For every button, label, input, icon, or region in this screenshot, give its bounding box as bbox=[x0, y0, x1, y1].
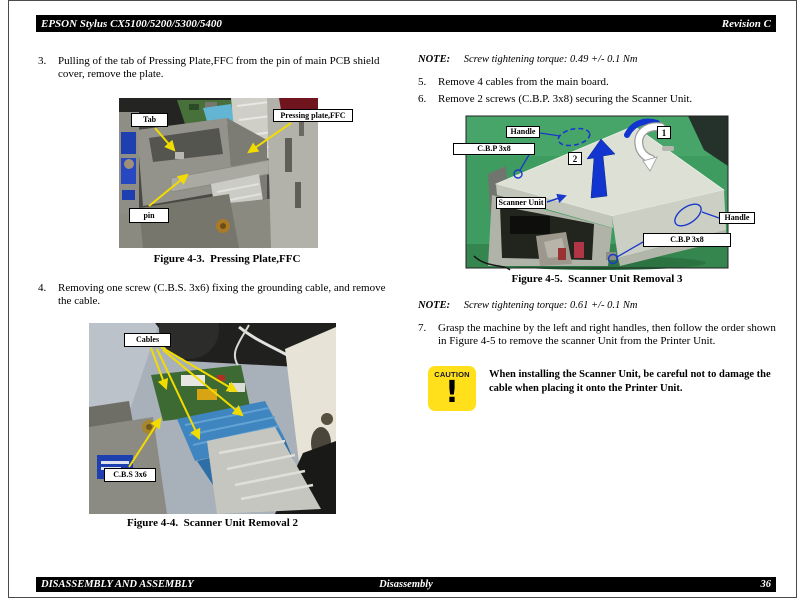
footer-bar: DISASSEMBLY AND ASSEMBLY Disassembly 36 bbox=[36, 577, 776, 592]
fig45-label-handle-right: Handle bbox=[719, 212, 755, 224]
step-5-number: 5. bbox=[418, 76, 427, 88]
step-5-text: Remove 4 cables from the main board. bbox=[438, 76, 609, 88]
fig43-label-pressing-plate: Pressing plate,FFC bbox=[273, 109, 353, 122]
caution-text: When installing the Scanner Unit, be car… bbox=[489, 369, 771, 394]
fig43-label-tab-text: Tab bbox=[142, 115, 157, 124]
caution-icon: CAUTION ! bbox=[428, 366, 476, 411]
fig45-label-cbp-left: C.B.P 3x8 bbox=[453, 143, 535, 155]
fig43-label-pin-text: pin bbox=[143, 210, 155, 220]
step-7-text: Grasp the machine by the left and right … bbox=[438, 322, 776, 347]
figure-4-3-caption: Figure 4-3. Pressing Plate,FFC bbox=[153, 253, 301, 265]
step-7-number: 7. bbox=[418, 322, 427, 334]
step-3-number: 3. bbox=[38, 55, 47, 67]
note-1: NOTE: Screw tightening torque: 0.49 +/- … bbox=[418, 54, 637, 65]
fig45-label-cbp-bottom: C.B.P 3x8 bbox=[643, 233, 731, 247]
figure-4-3: Tab Pressing plate,FFC pin bbox=[119, 98, 359, 250]
manual-page: EPSON Stylus CX5100/5200/5300/5400 Revis… bbox=[8, 0, 797, 598]
note-1-label: NOTE: bbox=[418, 54, 451, 65]
fig45-order-1: 1 bbox=[657, 126, 671, 139]
fig45-order-1-text: 1 bbox=[661, 127, 667, 138]
fig44-label-cbs-3x6-text: C.B.S 3x6 bbox=[113, 470, 147, 479]
caution-badge-label: CAUTION bbox=[434, 370, 470, 379]
fig45-order-2: 2 bbox=[568, 152, 582, 165]
fig45-label-handle-top-text: Handle bbox=[510, 127, 536, 136]
step-3: 3. Pulling of the tab of Pressing Plate,… bbox=[38, 55, 396, 81]
step-4-number: 4. bbox=[38, 282, 47, 294]
fig43-label-pin: pin bbox=[129, 208, 169, 223]
step-6-number: 6. bbox=[418, 93, 427, 105]
note-2-text: Screw tightening torque: 0.61 +/- 0.1 Nm bbox=[463, 300, 638, 311]
figure-4-5: Handle C.B.P 3x8 Scanner Unit Handle C.B… bbox=[441, 111, 786, 273]
fig45-label-cbp-bottom-text: C.B.P 3x8 bbox=[670, 235, 704, 244]
figure-4-5-caption: Figure 4-5. Scanner Unit Removal 3 bbox=[511, 273, 683, 285]
figure-4-3-photo bbox=[119, 98, 318, 248]
fig45-label-scanner-unit-text: Scanner Unit bbox=[498, 198, 544, 207]
fig45-label-handle-right-text: Handle bbox=[724, 213, 750, 222]
exclamation-icon: ! bbox=[445, 375, 459, 410]
step-4-text: Removing one screw (C.B.S. 3x6) fixing t… bbox=[58, 282, 386, 307]
step-6-text: Remove 2 screws (C.B.P. 3x8) securing th… bbox=[438, 93, 693, 105]
note-2-label: NOTE: bbox=[418, 300, 451, 311]
figure-4-5-photo bbox=[465, 115, 729, 271]
note-1-text: Screw tightening torque: 0.49 +/- 0.1 Nm bbox=[463, 54, 638, 65]
step-5: 5. Remove 4 cables from the main board. bbox=[418, 76, 784, 89]
header-bar: EPSON Stylus CX5100/5200/5300/5400 Revis… bbox=[36, 15, 776, 32]
fig45-order-2-text: 2 bbox=[572, 153, 578, 164]
fig43-label-pressing-plate-text: Pressing plate,FFC bbox=[280, 110, 346, 120]
step-3-text: Pulling of the tab of Pressing Plate,FFC… bbox=[58, 55, 380, 80]
fig44-label-cables: Cables bbox=[124, 333, 171, 347]
fig43-label-tab: Tab bbox=[131, 113, 168, 127]
footer-section-title: DISASSEMBLY AND ASSEMBLY bbox=[41, 579, 194, 590]
figure-4-4-caption: Figure 4-4. Scanner Unit Removal 2 bbox=[127, 517, 298, 529]
fig44-label-cables-text: Cables bbox=[135, 335, 160, 344]
note-2: NOTE: Screw tightening torque: 0.61 +/- … bbox=[418, 300, 637, 311]
fig44-label-cbs-3x6: C.B.S 3x6 bbox=[104, 468, 156, 482]
step-7: 7. Grasp the machine by the left and rig… bbox=[418, 322, 786, 348]
fig45-label-cbp-left-text: C.B.P 3x8 bbox=[477, 144, 511, 153]
step-4: 4. Removing one screw (C.B.S. 3x6) fixin… bbox=[38, 282, 396, 308]
fig45-label-scanner-unit: Scanner Unit bbox=[496, 197, 546, 209]
figure-4-4: Cables C.B.S 3x6 bbox=[89, 323, 336, 514]
fig45-label-handle-top: Handle bbox=[506, 126, 540, 138]
footer-page-number: 36 bbox=[760, 579, 772, 590]
figure-4-4-photo bbox=[89, 323, 336, 514]
header-revision: Revision C bbox=[721, 17, 771, 30]
step-6: 6. Remove 2 screws (C.B.P. 3x8) securing… bbox=[418, 93, 784, 106]
header-title: EPSON Stylus CX5100/5200/5300/5400 bbox=[41, 17, 222, 30]
footer-chapter: Disassembly bbox=[379, 579, 433, 590]
